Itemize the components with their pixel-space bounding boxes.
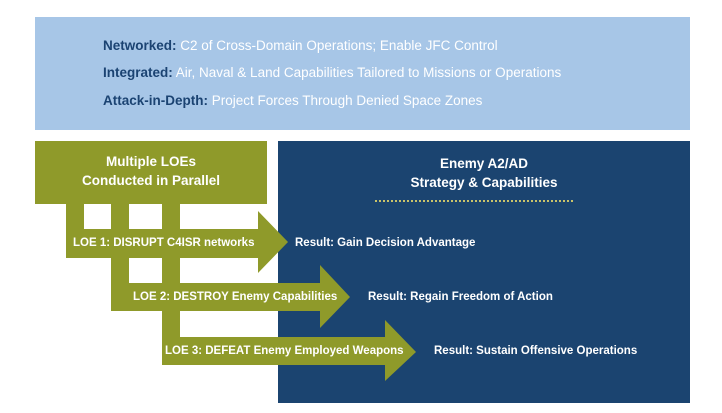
loe1-label: LOE 1: DISRUPT C4ISR networks <box>73 237 255 249</box>
banner-value-networked: C2 of Cross-Domain Operations; Enable JF… <box>180 38 498 53</box>
enemy-title-line1: Enemy A2/AD <box>439 156 529 171</box>
banner-line-attack-in-depth: Attack-in-Depth: Project Forces Through … <box>103 93 482 108</box>
enemy-box-title: Enemy A2/AD Strategy & Capabilities <box>278 154 690 192</box>
banner-key-integrated: Integrated: <box>103 65 173 80</box>
loe3-arrow <box>162 320 416 381</box>
banner-line-networked: Networked: C2 of Cross-Domain Operations… <box>103 38 498 53</box>
capabilities-banner: Networked: C2 of Cross-Domain Operations… <box>35 17 690 130</box>
banner-key-networked: Networked: <box>103 38 177 53</box>
loe-header-title: Multiple LOEs Conducted in Parallel <box>35 152 267 190</box>
loe2-result: Result: Regain Freedom of Action <box>368 291 553 303</box>
loe3-label: LOE 3: DEFEAT Enemy Employed Weapons <box>165 345 404 357</box>
enemy-title-line2: Strategy & Capabilities <box>410 175 558 190</box>
banner-value-integrated: Air, Naval & Land Capabilities Tailored … <box>175 65 562 80</box>
loe1-result: Result: Gain Decision Advantage <box>295 237 476 249</box>
loe-header-line2: Conducted in Parallel <box>81 173 221 188</box>
loe-header-line1: Multiple LOEs <box>105 154 196 169</box>
enemy-title-underline <box>375 200 573 202</box>
loe3-result: Result: Sustain Offensive Operations <box>434 345 638 357</box>
banner-key-attack-in-depth: Attack-in-Depth: <box>103 93 208 108</box>
banner-value-attack-in-depth: Project Forces Through Denied Space Zone… <box>211 93 483 108</box>
loe1-arrow <box>66 211 288 273</box>
loe2-label: LOE 2: DESTROY Enemy Capabilities <box>133 291 338 303</box>
loe2-arrow <box>111 265 350 328</box>
banner-line-integrated: Integrated: Air, Naval & Land Capabiliti… <box>103 65 561 80</box>
loe-header-box <box>35 141 267 204</box>
